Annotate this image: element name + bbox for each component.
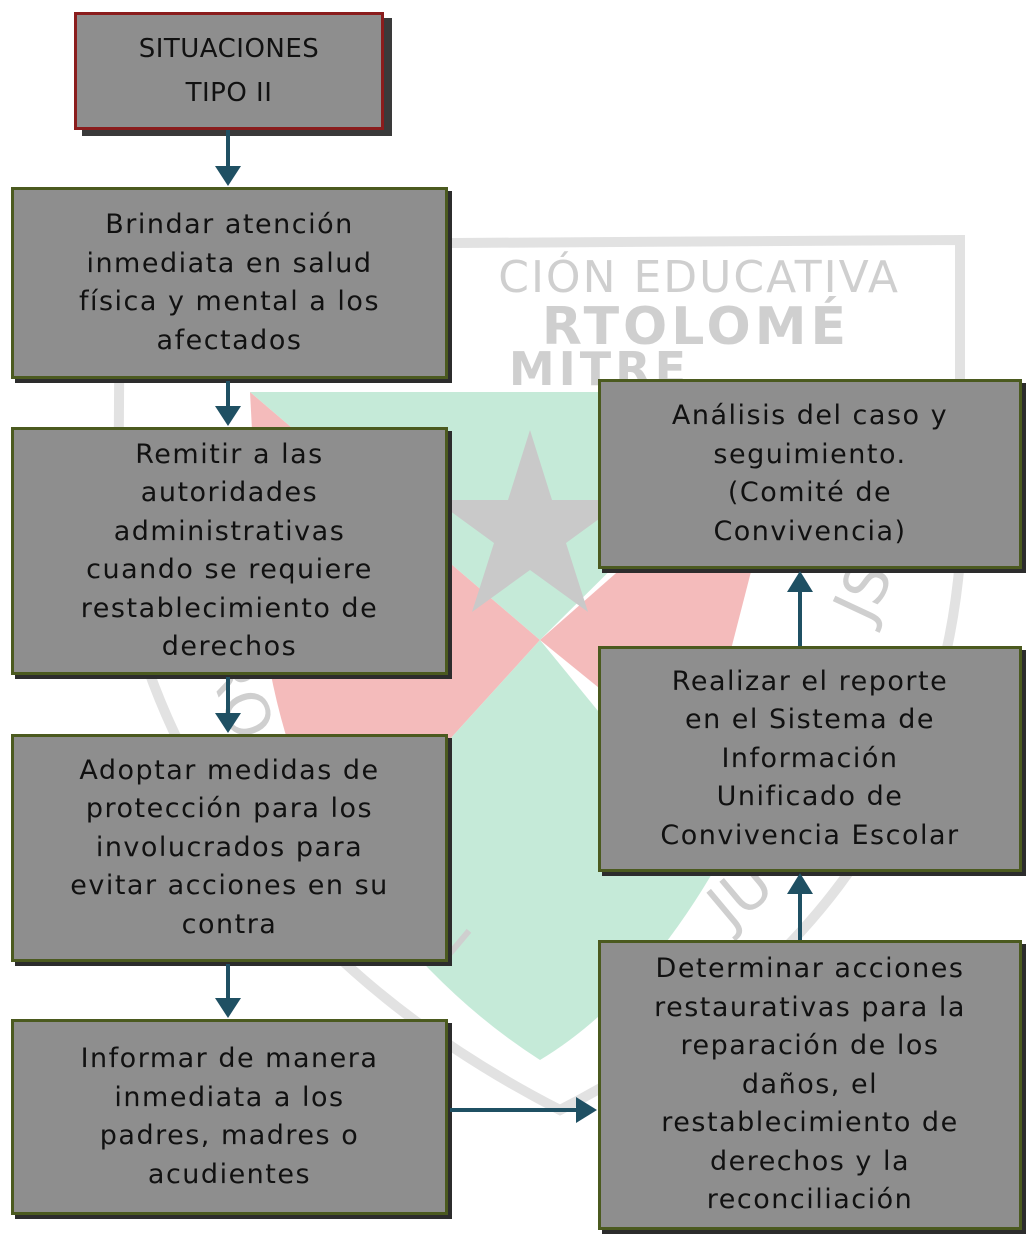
watermark-line-1: CIÓN EDUCATIVA (498, 250, 900, 303)
text-line: acudientes (147, 1158, 312, 1190)
text-line: Unificado de (716, 781, 904, 813)
text-line: restablecimiento de (80, 592, 379, 624)
text-line: reconciliación (706, 1184, 914, 1216)
step-brindar-text: Brindar atención inmediata en salud física… (79, 206, 380, 360)
text-line: física y mental a los (78, 286, 381, 317)
step-remitir-text: Remitir a las autoridades administrativas c… (81, 436, 378, 667)
text-line: daños, el (741, 1068, 879, 1100)
text-line: Determinar acciones (655, 953, 965, 985)
text-line: (Comité de (727, 477, 893, 508)
step-informar-padres: Informar de manera inmediata a los padres,… (11, 1019, 448, 1215)
step-informar-text: Informar de manera inmediata a los padres,… (81, 1040, 379, 1194)
text-line: Adoptar medidas de (79, 754, 380, 786)
text-line: reparación de los (680, 1030, 940, 1062)
text-line: Remitir a las (135, 438, 324, 470)
text-line: Convivencia Escolar (660, 819, 960, 851)
text-line: Información (721, 742, 899, 774)
text-line: seguimiento. (713, 438, 907, 470)
text-line: afectados (156, 324, 303, 356)
text-line: administrativas (113, 515, 346, 547)
text-line: autoridades (140, 477, 319, 508)
text-line: contra (181, 908, 278, 940)
text-line: restablecimiento de (661, 1107, 959, 1139)
step-brindar-atencion: Brindar atención inmediata en salud física… (11, 187, 448, 379)
step-realizar-reporte: Realizar el reporte en el Sistema de Infor… (598, 646, 1022, 872)
step-adoptar-medidas: Adoptar medidas de protección para los inv… (11, 734, 448, 962)
crest-star-icon (435, 430, 625, 612)
text-line: padres, madres o (99, 1120, 360, 1151)
watermark-line-2: RTOLOMÉ (542, 296, 850, 357)
text-line: cuando se requiere (86, 554, 373, 585)
step-adoptar-text: Adoptar medidas de protección para los inv… (70, 752, 389, 945)
text-line: derechos y la (709, 1145, 911, 1177)
step-determinar-text: Determinar acciones restaurativas para la… (654, 950, 966, 1220)
text-line: Informar de manera (80, 1043, 379, 1074)
text-line: Análisis del caso y (671, 400, 949, 431)
text-line: Convivencia) (713, 515, 907, 547)
text-line: restaurativas para la (654, 991, 966, 1023)
step-analisis-text: Análisis del caso y seguimiento. (Comité d… (672, 397, 948, 551)
start-box-situaciones-tipo-ii: SITUACIONES TIPO II (74, 12, 384, 130)
text-line: Brindar atención (105, 209, 354, 240)
text-line: inmediata a los (114, 1081, 345, 1113)
text-line: SITUACIONES (138, 34, 320, 64)
text-line: TIPO II (185, 78, 273, 108)
step-reporte-text: Realizar el reporte en el Sistema de Infor… (660, 663, 959, 856)
step-determinar-acciones: Determinar acciones restaurativas para la… (598, 940, 1022, 1230)
text-line: involucrados para (95, 831, 364, 863)
step-analisis-caso: Análisis del caso y seguimiento. (Comité d… (598, 379, 1022, 569)
text-line: Realizar el reporte (671, 665, 949, 697)
step-remitir-autoridades: Remitir a las autoridades administrativas c… (11, 427, 448, 675)
text-line: protección para los (85, 793, 374, 825)
text-line: derechos (161, 631, 298, 662)
text-line: evitar acciones en su (70, 870, 389, 902)
text-line: inmediata en salud (86, 247, 373, 279)
text-line: en el Sistema de (684, 704, 936, 736)
start-box-text: SITUACIONES TIPO II (139, 27, 320, 115)
